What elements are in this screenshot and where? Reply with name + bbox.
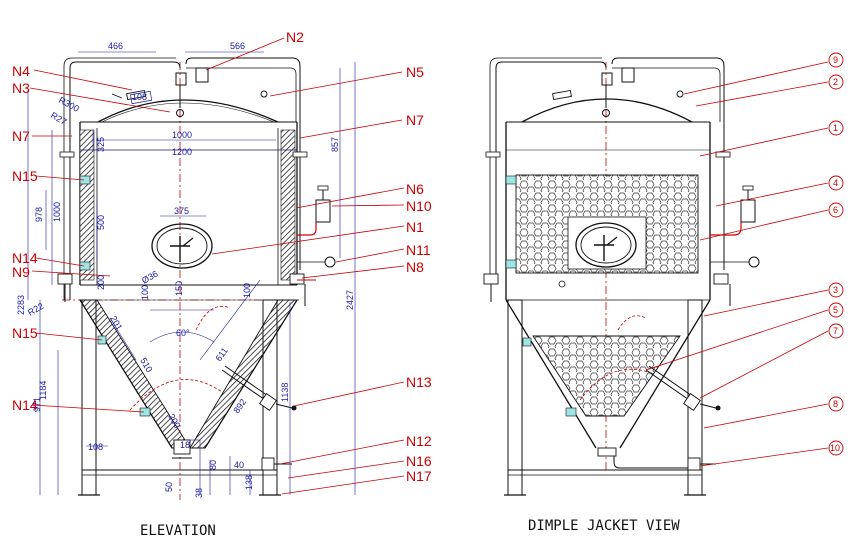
callout-8: 8 — [833, 399, 838, 409]
dim-2427: 2427 — [345, 290, 355, 310]
dim-80: 80 — [208, 460, 218, 470]
label-n13: N13 — [406, 374, 432, 390]
label-n16: N16 — [406, 453, 432, 469]
label-n15-top: N15 — [12, 168, 38, 184]
dim-971: 971 — [32, 397, 42, 412]
elevation-view: N2 N4 N3 N5 N7 N7 N15 N6 N10 N1 N14 N11 … — [12, 29, 432, 539]
dim-1184: 1184 — [38, 381, 48, 400]
dim-r22: R22 — [26, 301, 45, 318]
label-n6: N6 — [406, 181, 424, 197]
dim-466: 466 — [108, 41, 123, 51]
dim-200-a: 200 — [96, 275, 106, 290]
label-n2: N2 — [286, 29, 304, 45]
dim-18: 18 — [180, 440, 190, 450]
dim-1138: 1138 — [280, 383, 290, 402]
label-n14-bottom: N14 — [12, 397, 38, 413]
callout-6: 6 — [833, 205, 838, 215]
label-n17: N17 — [406, 468, 432, 484]
callout-1: 1 — [833, 123, 838, 133]
dim-857: 857 — [330, 137, 340, 152]
dim-r27: R27 — [49, 110, 68, 127]
label-n8: N8 — [406, 259, 424, 275]
label-n10: N10 — [406, 198, 432, 214]
label-n4: N4 — [12, 63, 30, 79]
dim-500: 500 — [96, 215, 106, 230]
dim-566: 566 — [230, 41, 245, 51]
dim-100-b: 100 — [242, 283, 252, 298]
dim-325: 325 — [96, 137, 106, 152]
callout-5: 5 — [833, 305, 838, 315]
dim-375: 375 — [174, 206, 189, 216]
dim-100-a: 100 — [140, 285, 150, 300]
dim-40: 40 — [234, 460, 244, 470]
label-n7-left: N7 — [12, 128, 30, 144]
dim-611: 611 — [213, 346, 229, 363]
callout-7: 7 — [833, 326, 838, 336]
dim-38: 38 — [194, 488, 204, 498]
callout-4: 4 — [833, 178, 838, 188]
dim-phi36: Ø36 — [140, 269, 160, 286]
label-n9: N9 — [12, 264, 30, 280]
dim-1000: 1000 — [172, 130, 192, 140]
label-n3: N3 — [12, 80, 30, 96]
dimple-jacket-view: 9 2 1 4 6 3 5 7 8 10 DIMPLE JACKET VIEW — [483, 52, 844, 534]
dim-r300: R300 — [57, 95, 81, 114]
label-n14-top: N14 — [12, 250, 38, 266]
label-n11: N11 — [406, 242, 431, 258]
callout-10: 10 — [830, 443, 840, 453]
dim-1200: 1200 — [172, 147, 192, 157]
caption-dimple-jacket: DIMPLE JACKET VIEW — [528, 518, 680, 534]
dim-60deg: 60° — [176, 328, 190, 338]
callout-3: 3 — [833, 285, 838, 295]
dim-978: 978 — [34, 207, 44, 222]
callout-9: 9 — [833, 55, 838, 65]
callout-2: 2 — [833, 77, 838, 87]
dim-108-top: 108 — [132, 92, 147, 102]
dim-108-bottom: 108 — [88, 442, 103, 452]
dim-2283: 2283 — [16, 295, 26, 315]
label-n15-bottom: N15 — [12, 325, 38, 341]
label-n1: N1 — [406, 219, 424, 235]
caption-elevation: ELEVATION — [140, 523, 216, 539]
dim-1000-vertical: 1000 — [52, 202, 62, 222]
dim-150: 150 — [174, 281, 184, 296]
label-n5: N5 — [406, 64, 424, 80]
dim-138: 138 — [244, 475, 254, 490]
label-n12: N12 — [406, 433, 432, 449]
dim-50: 50 — [164, 482, 174, 492]
label-n7-right: N7 — [406, 112, 424, 128]
